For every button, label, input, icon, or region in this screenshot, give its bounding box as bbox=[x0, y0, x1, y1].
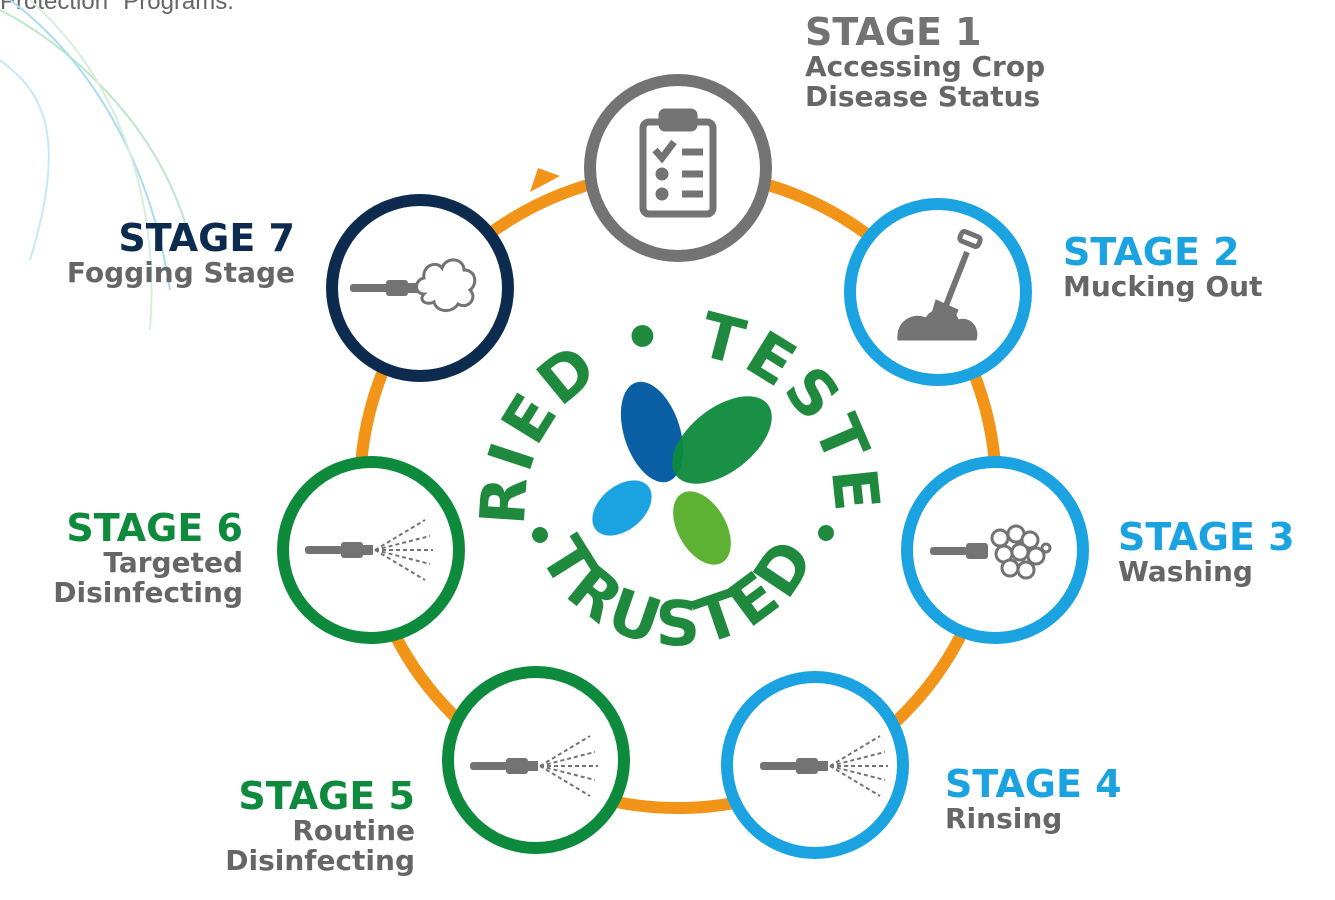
fog-lance-icon bbox=[350, 258, 477, 312]
stage-2-circle bbox=[844, 198, 1032, 386]
stage-5-name-line-1: Routine bbox=[292, 814, 415, 848]
stage-5-name-line-2: Disinfecting bbox=[225, 843, 415, 877]
stage-circles bbox=[277, 74, 1089, 859]
stage-4-label: STAGE 4 Rinsing bbox=[945, 764, 1122, 834]
stage-1-number: STAGE 1 bbox=[805, 10, 982, 54]
stage-3-number: STAGE 3 bbox=[1118, 515, 1295, 559]
stage-3-circle bbox=[901, 456, 1089, 644]
stage-6-name-line-1: Targeted bbox=[103, 546, 243, 580]
spray-lance-icon bbox=[305, 519, 433, 581]
stage-4-number: STAGE 4 bbox=[945, 762, 1122, 806]
stage-2-label: STAGE 2 Mucking Out bbox=[1063, 232, 1262, 302]
spray-lance-icon bbox=[470, 735, 598, 797]
decorative-swirl bbox=[0, 0, 191, 331]
stage-4-name-line-1: Rinsing bbox=[945, 802, 1063, 836]
stage-5-circle bbox=[442, 666, 630, 854]
stage-5-number: STAGE 5 bbox=[238, 774, 415, 818]
stage-1-circle bbox=[584, 74, 772, 262]
stage-6-label: STAGE 6 Targeted Disinfecting bbox=[53, 508, 243, 608]
stage-2-name-line-1: Mucking Out bbox=[1063, 270, 1263, 304]
badge-dot-left bbox=[532, 527, 548, 543]
stage-7-number: STAGE 7 bbox=[118, 216, 295, 260]
intro-text: Protection" Programs. bbox=[0, 0, 234, 15]
stage-7-name-line-1: Fogging Stage bbox=[66, 256, 295, 290]
badge-dot-right bbox=[818, 525, 834, 541]
stage-1-label: STAGE 1 Accessing Crop Disease Status bbox=[805, 12, 1045, 112]
stage-3-name-line-1: Washing bbox=[1118, 555, 1253, 589]
clipboard-checklist-icon bbox=[639, 108, 717, 218]
stage-3-label: STAGE 3 Washing bbox=[1118, 517, 1295, 587]
stage-5-label: STAGE 5 Routine Disinfecting bbox=[225, 776, 415, 876]
shovel-dirt-icon bbox=[897, 229, 983, 341]
logo-leaves-icon bbox=[592, 381, 772, 565]
stage-6-name-line-2: Disinfecting bbox=[53, 575, 243, 609]
cycle-arrow-icon bbox=[530, 168, 560, 192]
spray-lance-icon bbox=[760, 735, 888, 797]
stage-1-name-line-2: Disease Status bbox=[805, 79, 1041, 113]
foam-lance-icon bbox=[930, 524, 1052, 580]
stage-2-number: STAGE 2 bbox=[1063, 230, 1240, 274]
stage-1-name-line-1: Accessing Crop bbox=[805, 50, 1046, 84]
stage-7-label: STAGE 7 Fogging Stage bbox=[67, 218, 295, 288]
badge-bottom-text: TRUSTED bbox=[526, 523, 831, 660]
stage-6-number: STAGE 6 bbox=[66, 506, 243, 550]
